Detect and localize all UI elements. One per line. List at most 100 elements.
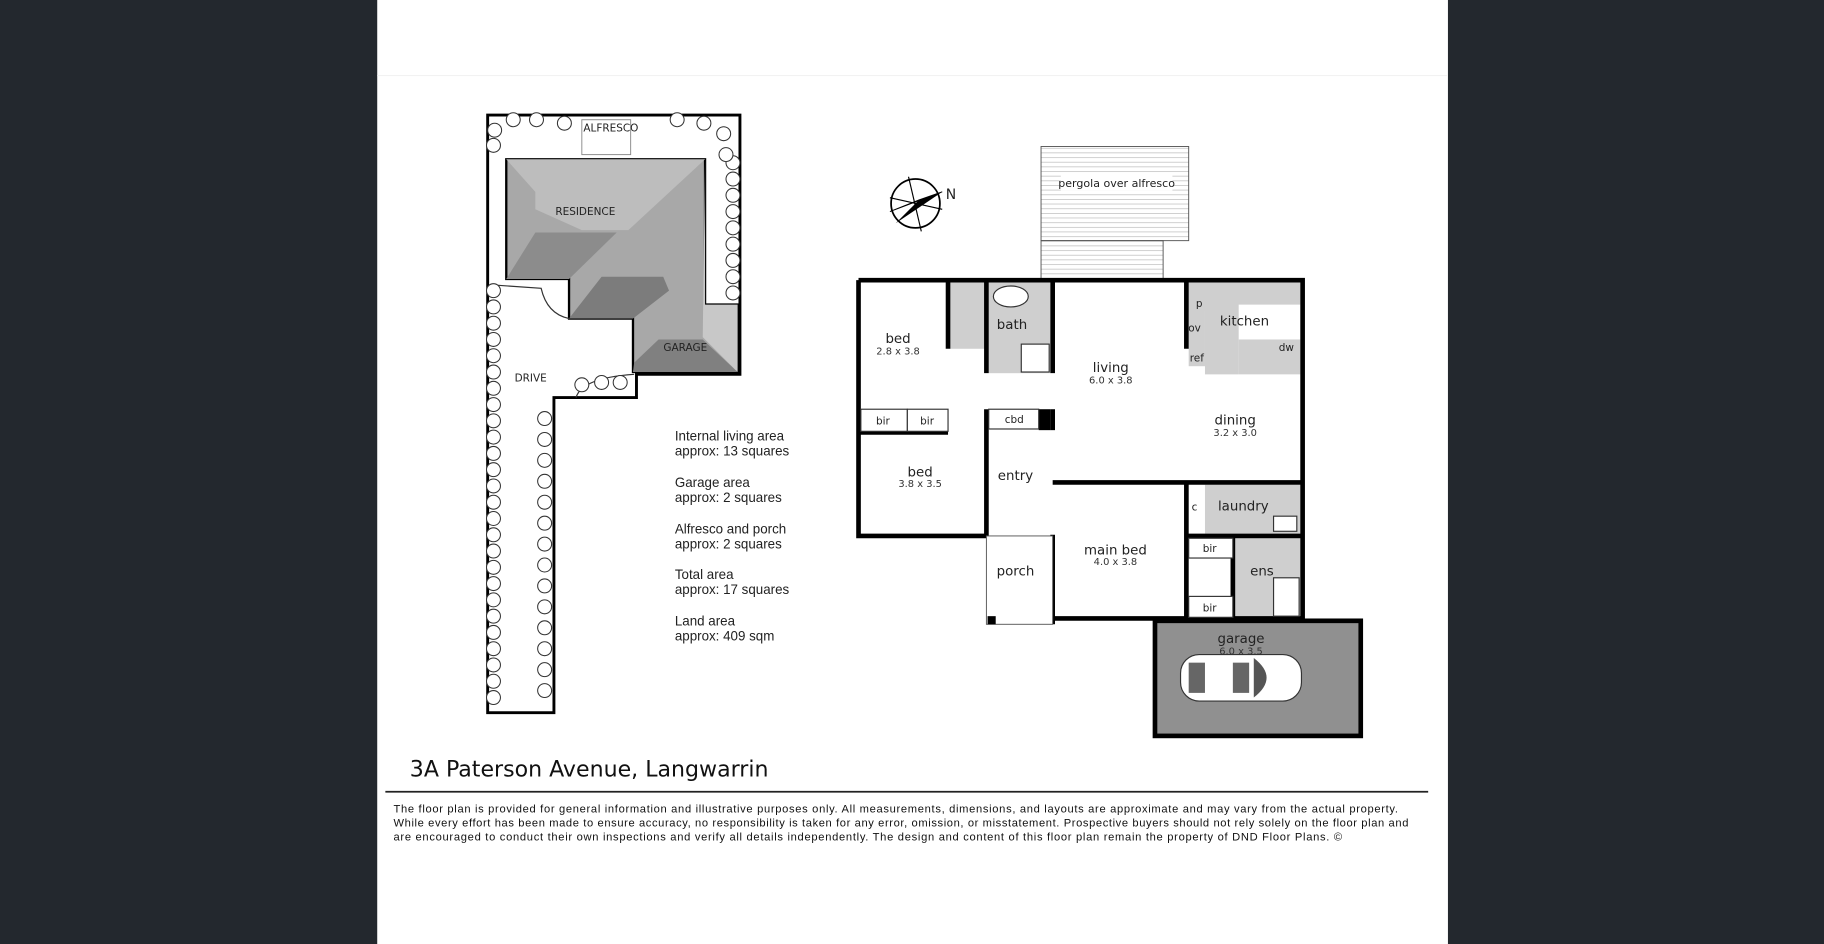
tree-icons <box>485 112 741 706</box>
tree-icon <box>485 608 501 624</box>
tree-icon <box>537 411 553 427</box>
tree-icon <box>485 429 501 445</box>
tree-icon <box>485 592 501 608</box>
room-label-dining: dining <box>1215 413 1256 428</box>
tree-icon <box>485 462 501 478</box>
tree-icon <box>485 380 501 396</box>
alfresco-label: ALFRESCO <box>583 122 638 134</box>
room-label-bath: bath <box>997 318 1027 333</box>
disclaimer-line: While every effort has been made to ensu… <box>393 818 1408 830</box>
car-icon <box>1179 653 1303 702</box>
roof-plane <box>702 159 738 373</box>
area-label: Land area <box>675 613 736 628</box>
room-dim-dining: 3.2 x 3.0 <box>1213 428 1257 439</box>
compass-icon: N <box>889 176 956 232</box>
floor-plan: pergola over alfresco <box>856 146 1364 739</box>
tree-icon <box>485 478 501 494</box>
tree-icon <box>537 578 553 594</box>
garage-label: GARAGE <box>663 342 707 354</box>
tree-icon <box>485 364 501 380</box>
tree-icon <box>485 559 501 575</box>
tree-icon <box>487 122 503 138</box>
room-dim-garage: 6.0 x 3.5 <box>1219 647 1263 658</box>
tree-icon <box>537 473 553 489</box>
room-label-living: living <box>1093 361 1129 376</box>
tree-icon <box>485 445 501 461</box>
room-label-entry: entry <box>998 469 1033 484</box>
fixture-bir: bir <box>876 415 891 427</box>
tree-icon <box>485 315 501 331</box>
area-label: Garage area <box>675 475 751 490</box>
tree-icon <box>485 137 501 153</box>
tree-icon <box>725 252 741 268</box>
roof-plane <box>506 159 706 231</box>
tree-icon <box>716 126 732 142</box>
area-value: approx: 2 squares <box>675 537 782 552</box>
tree-icon <box>537 641 553 657</box>
tree-icon <box>537 683 553 699</box>
fixture-cupboard: c <box>1192 501 1198 513</box>
tree-icon <box>537 599 553 615</box>
room-dim-living: 6.0 x 3.8 <box>1089 376 1133 387</box>
fixture-pantry: p <box>1196 298 1203 310</box>
tree-icon <box>485 576 501 592</box>
pergola: pergola over alfresco <box>1040 146 1190 281</box>
tree-icon <box>485 657 501 673</box>
tree-icon <box>537 515 553 531</box>
fixture-dishwasher: dw <box>1279 342 1295 354</box>
tree-icon <box>725 220 741 236</box>
room-dim-bed: 3.8 x 3.5 <box>898 479 942 490</box>
tree-icon <box>537 557 553 573</box>
tree-icon <box>485 283 501 299</box>
tree-icon <box>485 527 501 543</box>
tree-icon <box>485 641 501 657</box>
tree-icon <box>725 171 741 187</box>
tree-icon <box>485 331 501 347</box>
disclaimer-line: are encouraged to conduct their own insp… <box>393 832 1342 844</box>
tree-icon <box>612 374 628 390</box>
kitchen-island <box>1238 339 1301 375</box>
drive-label: DRIVE <box>515 372 547 384</box>
room-dim-bed: 2.8 x 3.8 <box>876 347 920 358</box>
toilet-area <box>950 282 987 349</box>
fixture-fridge: ref <box>1190 353 1204 365</box>
tree-icon <box>485 348 501 364</box>
alfresco-area <box>581 119 632 156</box>
fixture-oven: ov <box>1188 322 1201 334</box>
tree-icon <box>485 413 501 429</box>
disclaimer-line: The floor plan is provided for general i… <box>393 804 1397 816</box>
area-value: approx: 409 sqm <box>675 629 775 644</box>
tree-icon <box>537 620 553 636</box>
pantry-area <box>1188 282 1205 367</box>
room-dim-main-bed: 4.0 x 3.8 <box>1094 557 1138 568</box>
porch-outline <box>985 535 1054 625</box>
room-label-main-bed: main bed <box>1084 544 1147 559</box>
tree-icon <box>528 112 544 128</box>
fixture-cbd: cbd <box>1005 414 1024 426</box>
roof-plane <box>569 276 670 319</box>
tree-icon <box>485 690 501 706</box>
tree-icon <box>556 115 572 131</box>
tree-icon <box>485 397 501 413</box>
area-label: Alfresco and porch <box>675 522 786 537</box>
room-label-kitchen: kitchen <box>1220 315 1269 330</box>
residence-label: RESIDENCE <box>555 206 615 218</box>
tree-icon <box>696 115 712 131</box>
tree-icon <box>725 187 741 203</box>
tree-icon <box>594 374 610 390</box>
room-label-bed: bed <box>885 332 910 347</box>
room-label-laundry: laundry <box>1218 499 1269 514</box>
tree-icon <box>725 285 741 301</box>
pergola-label: pergola over alfresco <box>1058 177 1175 190</box>
tree-icon <box>725 236 741 252</box>
tree-icon <box>537 452 553 468</box>
tree-icon <box>485 543 501 559</box>
built-ins <box>860 285 1300 618</box>
room-label-porch: porch <box>997 564 1035 579</box>
tree-icon <box>537 536 553 552</box>
tree-icon <box>537 494 553 510</box>
kitchen-bench <box>1188 282 1301 375</box>
tree-icon <box>537 662 553 678</box>
area-value: approx: 17 squares <box>675 582 790 597</box>
